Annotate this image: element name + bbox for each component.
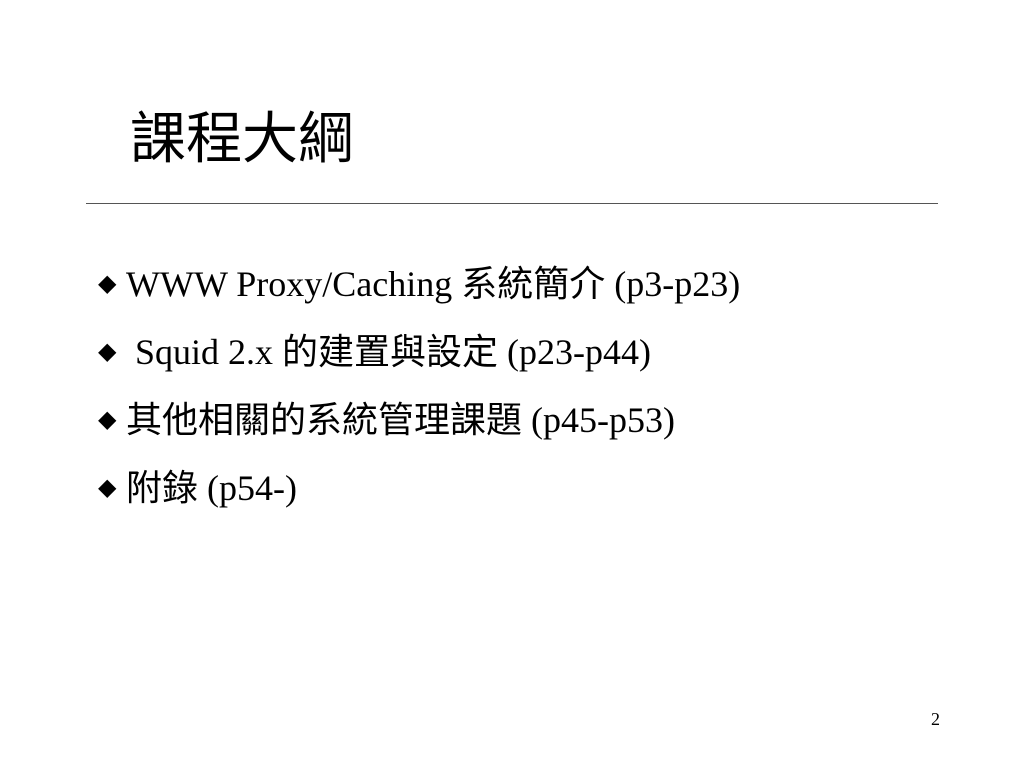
diamond-bullet-icon: ◆ xyxy=(98,407,117,433)
diamond-bullet-icon: ◆ xyxy=(98,339,117,365)
bullet-text: Squid 2.x 的建置與設定 (p23-p44) xyxy=(126,332,651,372)
diamond-bullet-icon: ◆ xyxy=(98,475,117,501)
bullet-text: WWW Proxy/Caching 系統簡介 (p3-p23) xyxy=(126,264,741,304)
bullet-item: ◆ WWW Proxy/Caching 系統簡介 (p3-p23) xyxy=(98,256,740,312)
title-divider xyxy=(86,203,938,204)
bullet-text: 附錄 (p54-) xyxy=(126,468,297,508)
slide-title: 課程大綱 xyxy=(130,109,354,171)
bullet-list: ◆ WWW Proxy/Caching 系統簡介 (p3-p23) ◆ Squi… xyxy=(98,256,740,516)
bullet-text: 其他相關的系統管理課題 (p45-p53) xyxy=(126,400,675,440)
diamond-bullet-icon: ◆ xyxy=(98,271,117,297)
bullet-item: ◆ 附錄 (p54-) xyxy=(98,460,740,516)
bullet-item: ◆ 其他相關的系統管理課題 (p45-p53) xyxy=(98,392,740,448)
bullet-item: ◆ Squid 2.x 的建置與設定 (p23-p44) xyxy=(98,324,740,380)
page-number: 2 xyxy=(931,709,940,729)
